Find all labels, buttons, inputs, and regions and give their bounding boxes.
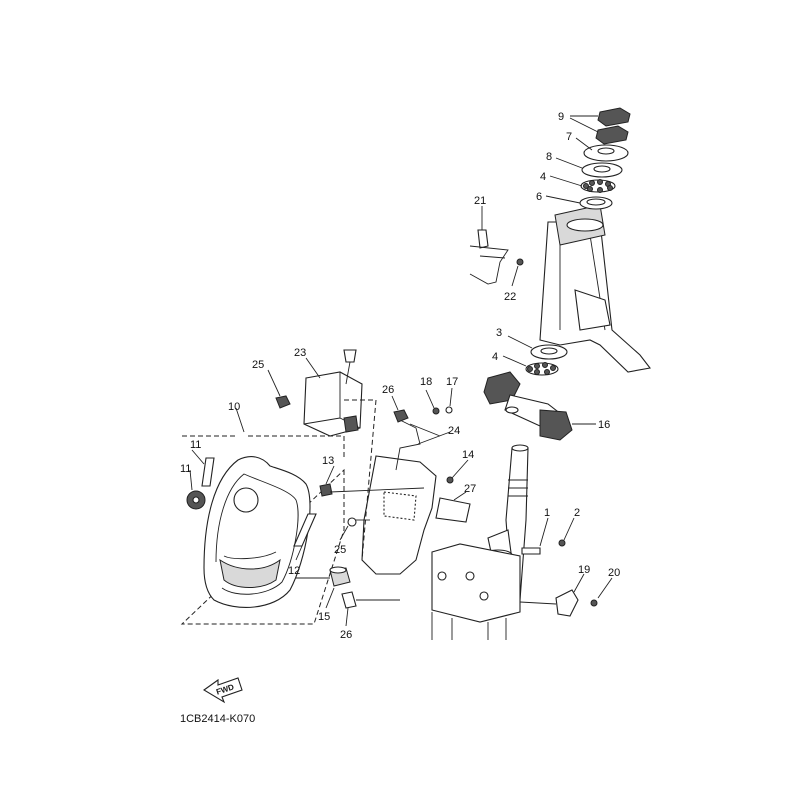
screw-13 [446, 476, 454, 484]
callout-25-right: 26 [382, 384, 394, 396]
race-3 [530, 344, 568, 360]
callout-12: 13 [322, 455, 334, 467]
callout-21: 22 [504, 291, 516, 303]
callout-13: 14 [462, 449, 474, 461]
callout-11-lower: 12 [288, 565, 300, 577]
cable-guide-20 [469, 229, 509, 285]
handle-holder-15 [483, 371, 573, 441]
callout-8: 9 [558, 111, 564, 123]
callout-15: 16 [598, 419, 610, 431]
callout-1: 1 [544, 507, 550, 519]
bolt-16-17 [432, 406, 453, 415]
washer-6 [583, 144, 629, 162]
clip-12 [319, 483, 333, 497]
top-nut-lower [595, 125, 629, 145]
fwd-arrow-icon: FWD [202, 677, 243, 704]
callout-20: 21 [474, 195, 486, 207]
front-cover [203, 456, 311, 608]
nut-25-right [393, 409, 409, 423]
nut-25-left [275, 395, 291, 409]
frame-head-tube [539, 204, 651, 373]
bolt-21 [516, 258, 524, 266]
group-9-frame [180, 399, 377, 625]
callout-14: 15 [318, 611, 330, 623]
callout-22: 23 [294, 347, 306, 359]
under-bracket [431, 543, 521, 640]
bearing-lower [525, 362, 559, 376]
bolt-1-2 [521, 539, 566, 555]
bearing-upper [580, 179, 616, 193]
trim-11-upper [201, 457, 215, 487]
callout-labels: 9 7 8 4 6 21 22 3 4 23 25 26 18 17 16 10… [180, 111, 620, 641]
callout-17: 18 [420, 376, 432, 388]
label-27 [435, 497, 471, 523]
callout-18: 19 [578, 564, 590, 576]
bracket-18-19 [519, 589, 598, 617]
damper-14 [329, 566, 351, 587]
race-5 [579, 196, 613, 210]
callout-5: 6 [536, 191, 542, 203]
bracket-23 [361, 419, 441, 575]
callout-4-upper: 4 [540, 171, 546, 183]
bolt-26 [341, 591, 400, 609]
callout-25-left: 25 [252, 359, 264, 371]
washer-7 [581, 162, 623, 178]
leader-lines [189, 115, 613, 627]
callout-11-upper: 11 [190, 439, 201, 451]
callout-10: 11 [180, 463, 191, 475]
callout-9: 10 [228, 401, 240, 413]
callout-7: 8 [546, 151, 552, 163]
box-22 [303, 349, 363, 437]
diagram-code: 1CB2414-K070 [180, 713, 255, 725]
callout-19: 20 [608, 567, 620, 579]
top-nut-upper [597, 107, 631, 127]
callout-6: 7 [566, 131, 572, 143]
callout-26: 26 [340, 629, 352, 641]
emblem-10 [186, 490, 206, 510]
callout-16: 17 [446, 376, 458, 388]
callout-23: 24 [448, 425, 460, 437]
collar-24 [347, 517, 370, 527]
callout-2: 2 [574, 507, 580, 519]
callout-3: 3 [496, 327, 502, 339]
callout-24: 25 [334, 544, 346, 556]
callout-4-lower: 4 [492, 351, 498, 363]
callout-27: 27 [464, 483, 476, 495]
